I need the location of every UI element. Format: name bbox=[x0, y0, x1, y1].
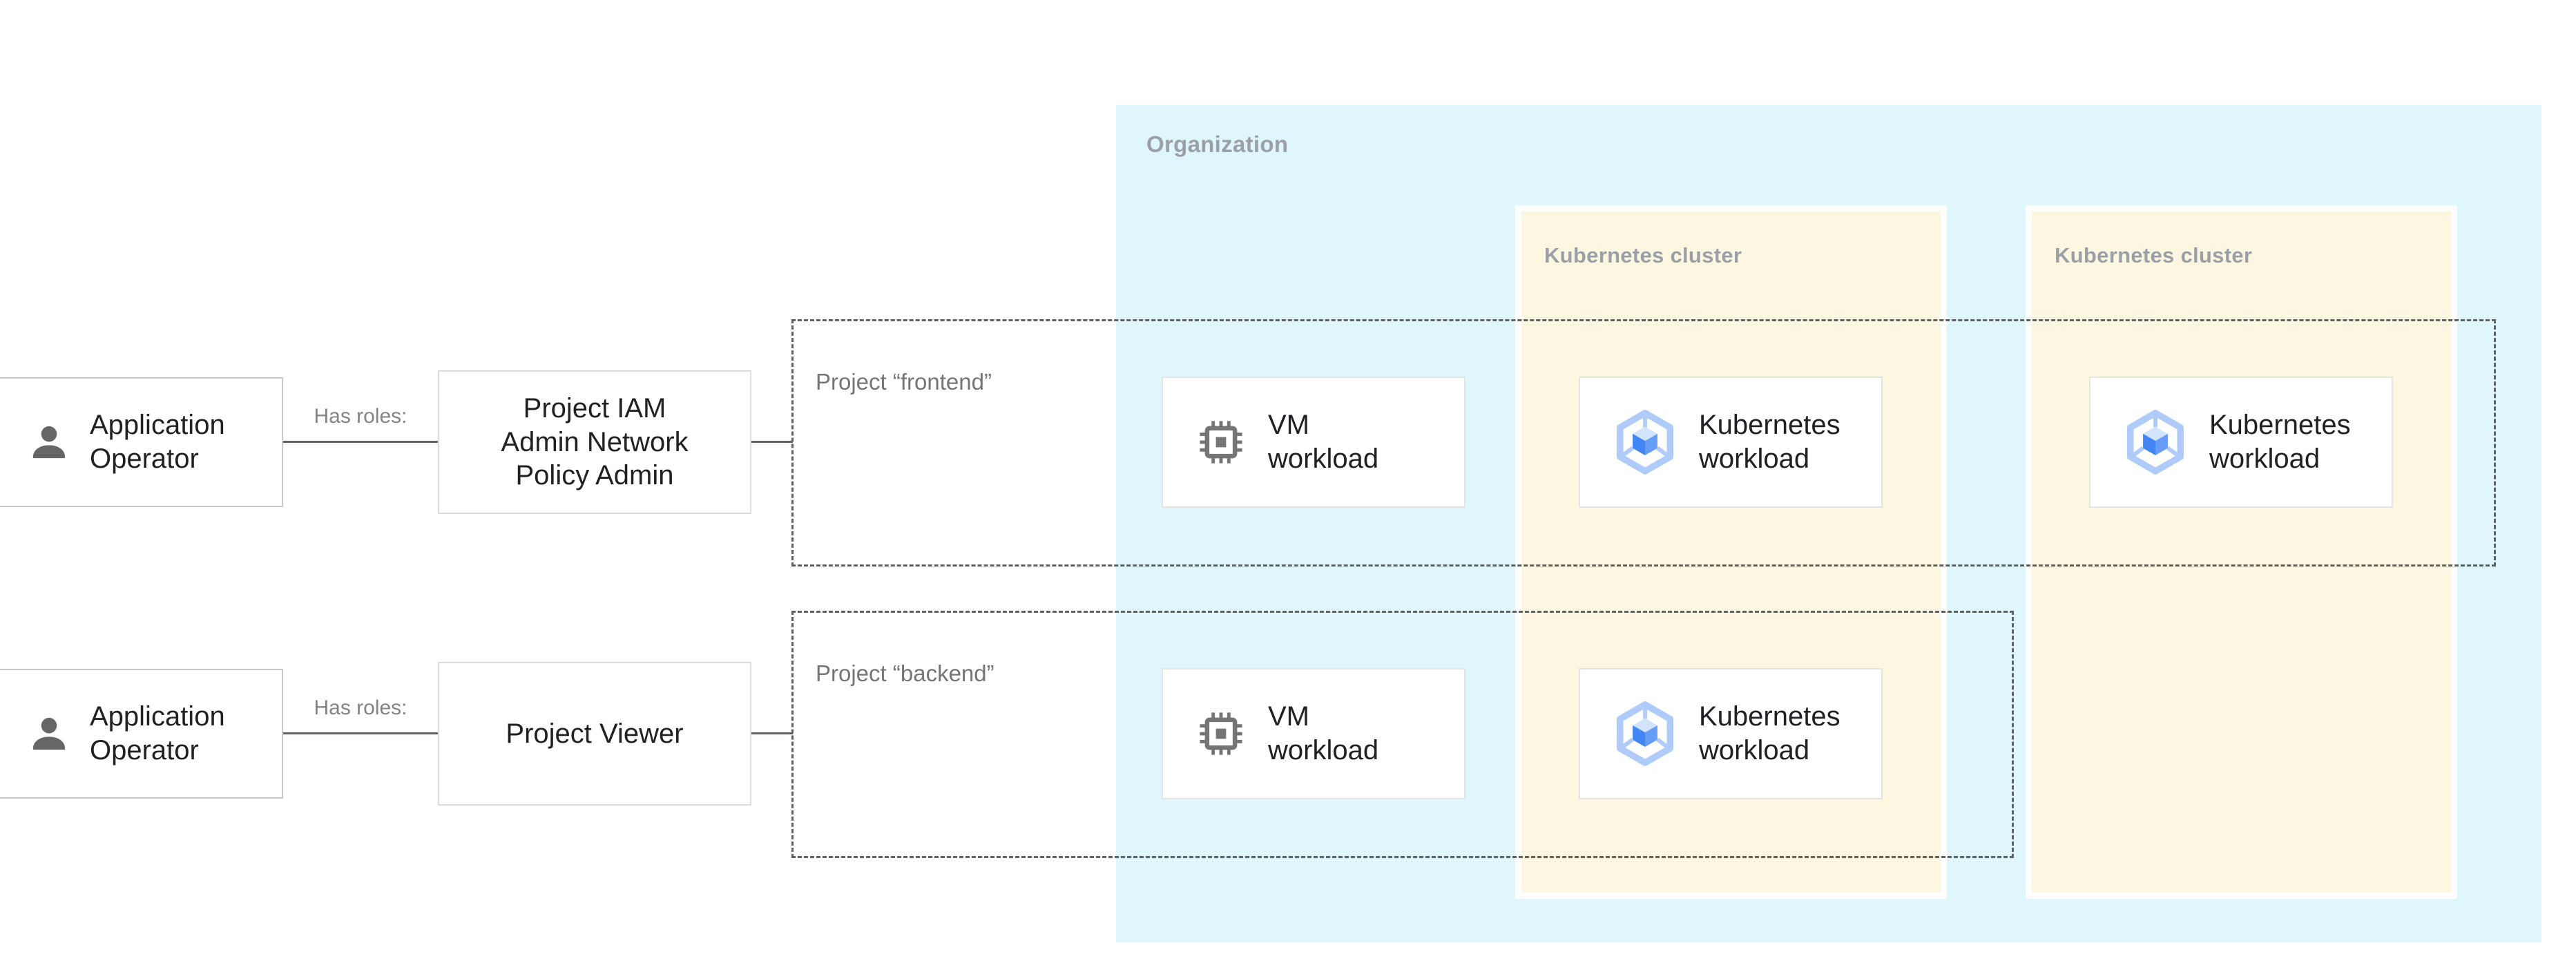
kubernetes-workload-frontend-cluster1: Kubernetes workload bbox=[1579, 377, 1883, 508]
workload-label: Kubernetes workload bbox=[1699, 701, 1840, 765]
connector-actor2-role2 bbox=[283, 732, 438, 734]
project-frontend-boundary bbox=[791, 319, 2496, 567]
chip-icon bbox=[1200, 712, 1242, 755]
gke-hexagon-icon bbox=[1617, 701, 1673, 766]
role-label: Project IAM Admin Network Policy Admin bbox=[501, 392, 689, 491]
actor-application-operator-2: Application Operator bbox=[0, 669, 283, 799]
actor-label: Application Operator bbox=[90, 701, 225, 765]
vm-workload-backend: VM workload bbox=[1162, 668, 1465, 799]
person-icon bbox=[32, 717, 66, 750]
vm-workload-frontend: VM workload bbox=[1162, 377, 1465, 508]
role-label: Project Viewer bbox=[506, 718, 684, 749]
workload-label: Kubernetes workload bbox=[1699, 410, 1840, 474]
kubernetes-cluster-2 bbox=[2032, 211, 2451, 893]
workload-label: Kubernetes workload bbox=[2209, 410, 2351, 474]
chip-icon bbox=[1200, 421, 1242, 464]
project-frontend-label: Project “frontend” bbox=[816, 369, 992, 394]
person-icon bbox=[32, 426, 66, 459]
actor-label: Application Operator bbox=[90, 410, 225, 474]
connector-actor1-role1 bbox=[283, 441, 438, 443]
has-roles-label-2: Has roles: bbox=[314, 696, 407, 719]
kubernetes-cluster-2-label: Kubernetes cluster bbox=[2055, 243, 2253, 267]
kubernetes-workload-frontend-cluster2: Kubernetes workload bbox=[2089, 377, 2393, 508]
kubernetes-workload-backend-cluster1: Kubernetes workload bbox=[1579, 668, 1883, 799]
kubernetes-cluster-1-label: Kubernetes cluster bbox=[1544, 243, 1742, 267]
role-box-project-iam-admin-network-policy-admin: Project IAM Admin Network Policy Admin bbox=[438, 370, 751, 514]
organization-label: Organization bbox=[1146, 131, 1289, 157]
project-backend-label: Project “backend” bbox=[816, 660, 994, 686]
actor-application-operator-1: Application Operator bbox=[0, 377, 283, 507]
gke-hexagon-icon bbox=[2127, 409, 2184, 475]
connector-role2-backend bbox=[751, 732, 793, 734]
role-box-project-viewer: Project Viewer bbox=[438, 662, 751, 806]
project-backend-boundary bbox=[791, 611, 2014, 858]
workload-label: VM workload bbox=[1268, 701, 1379, 765]
workload-label: VM workload bbox=[1268, 410, 1379, 474]
connector-role1-frontend bbox=[751, 441, 793, 443]
gke-hexagon-icon bbox=[1617, 409, 1673, 475]
has-roles-label-1: Has roles: bbox=[314, 405, 407, 428]
